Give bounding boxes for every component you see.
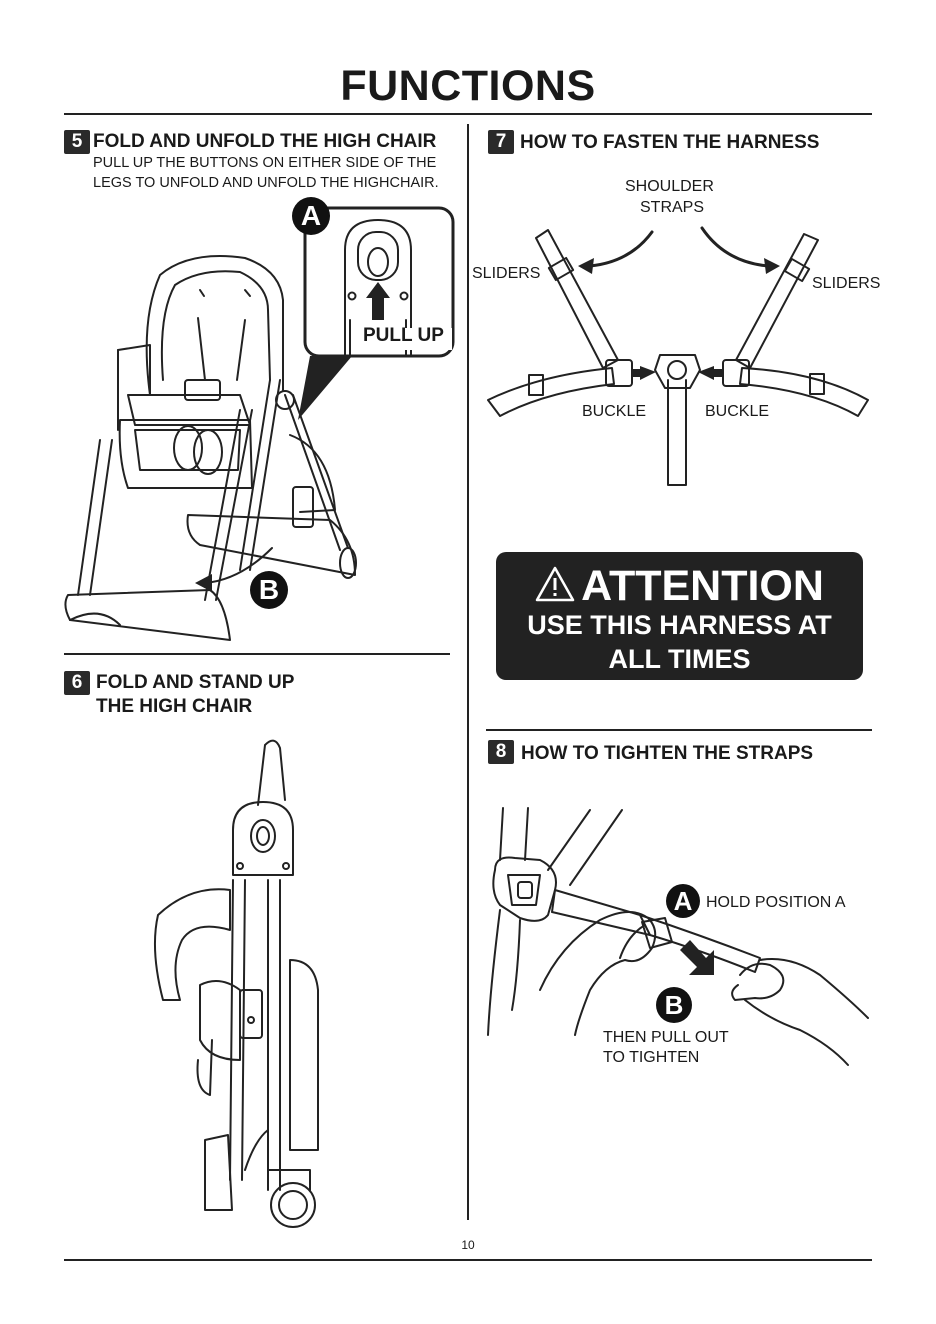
- step-8-badge: 8: [488, 740, 514, 764]
- shoulder-straps-label-line-1: SHOULDER: [625, 178, 714, 195]
- step-5-heading: FOLD AND UNFOLD THE HIGH CHAIR: [93, 131, 437, 152]
- step-7-badge: 7: [488, 130, 514, 154]
- step-7-heading: HOW TO FASTEN THE HARNESS: [520, 132, 820, 153]
- footer-rule: [64, 1259, 872, 1261]
- pull-out-label-line-1: THEN PULL OUT: [603, 1029, 729, 1046]
- section-divider-right: [486, 729, 872, 731]
- page-title: FUNCTIONS: [340, 62, 596, 110]
- buckle-right-label: BUCKLE: [705, 403, 770, 420]
- step-5-text-line-1: PULL UP THE BUTTONS ON EITHER SIDE OF TH…: [93, 155, 437, 171]
- column-divider: [467, 124, 469, 1220]
- hold-position-label: HOLD POSITION A: [706, 894, 846, 911]
- step-6-heading-line-2: THE HIGH CHAIR: [96, 696, 253, 717]
- sliders-right-label: SLIDERS: [812, 275, 881, 292]
- sliders-left-label: SLIDERS: [472, 265, 541, 282]
- section-divider-left: [64, 653, 450, 655]
- arrow-icon: [680, 940, 714, 975]
- callout-b-badge-pull: B: [656, 987, 692, 1023]
- step-5-text-line-2: LEGS TO UNFOLD AND UNFOLD THE HIGHCHAIR.: [93, 175, 439, 191]
- callout-a-badge-hold: A: [666, 884, 700, 918]
- pull-up-label: PULL UP: [363, 325, 444, 346]
- step-6-heading-line-1: FOLD AND STAND UP: [96, 672, 295, 693]
- page-number: 10: [461, 1238, 475, 1252]
- attention-line-1: USE THIS HARNESS AT: [527, 610, 832, 640]
- attention-panel: ATTENTION USE THIS HARNESS AT ALL TIMES: [496, 552, 863, 680]
- attention-line-2: ALL TIMES: [608, 644, 751, 674]
- callout-a-badge: A: [292, 197, 330, 235]
- title-rule: [64, 113, 872, 115]
- shoulder-straps-label-line-2: STRAPS: [640, 199, 705, 216]
- arrow-icon: [578, 258, 780, 380]
- attention-title: ATTENTION: [581, 562, 824, 610]
- attention-title-row: ATTENTION: [496, 562, 863, 611]
- step-6-badge: 6: [64, 671, 90, 695]
- warning-triangle-icon: [535, 566, 575, 602]
- arrow-icon: [195, 282, 390, 592]
- step-8-heading: HOW TO TIGHTEN THE STRAPS: [521, 743, 814, 764]
- callout-b-badge: B: [250, 571, 288, 609]
- step-5-badge: 5: [64, 130, 90, 154]
- pull-out-label-line-2: TO TIGHTEN: [603, 1049, 700, 1066]
- buckle-left-label: BUCKLE: [582, 403, 647, 420]
